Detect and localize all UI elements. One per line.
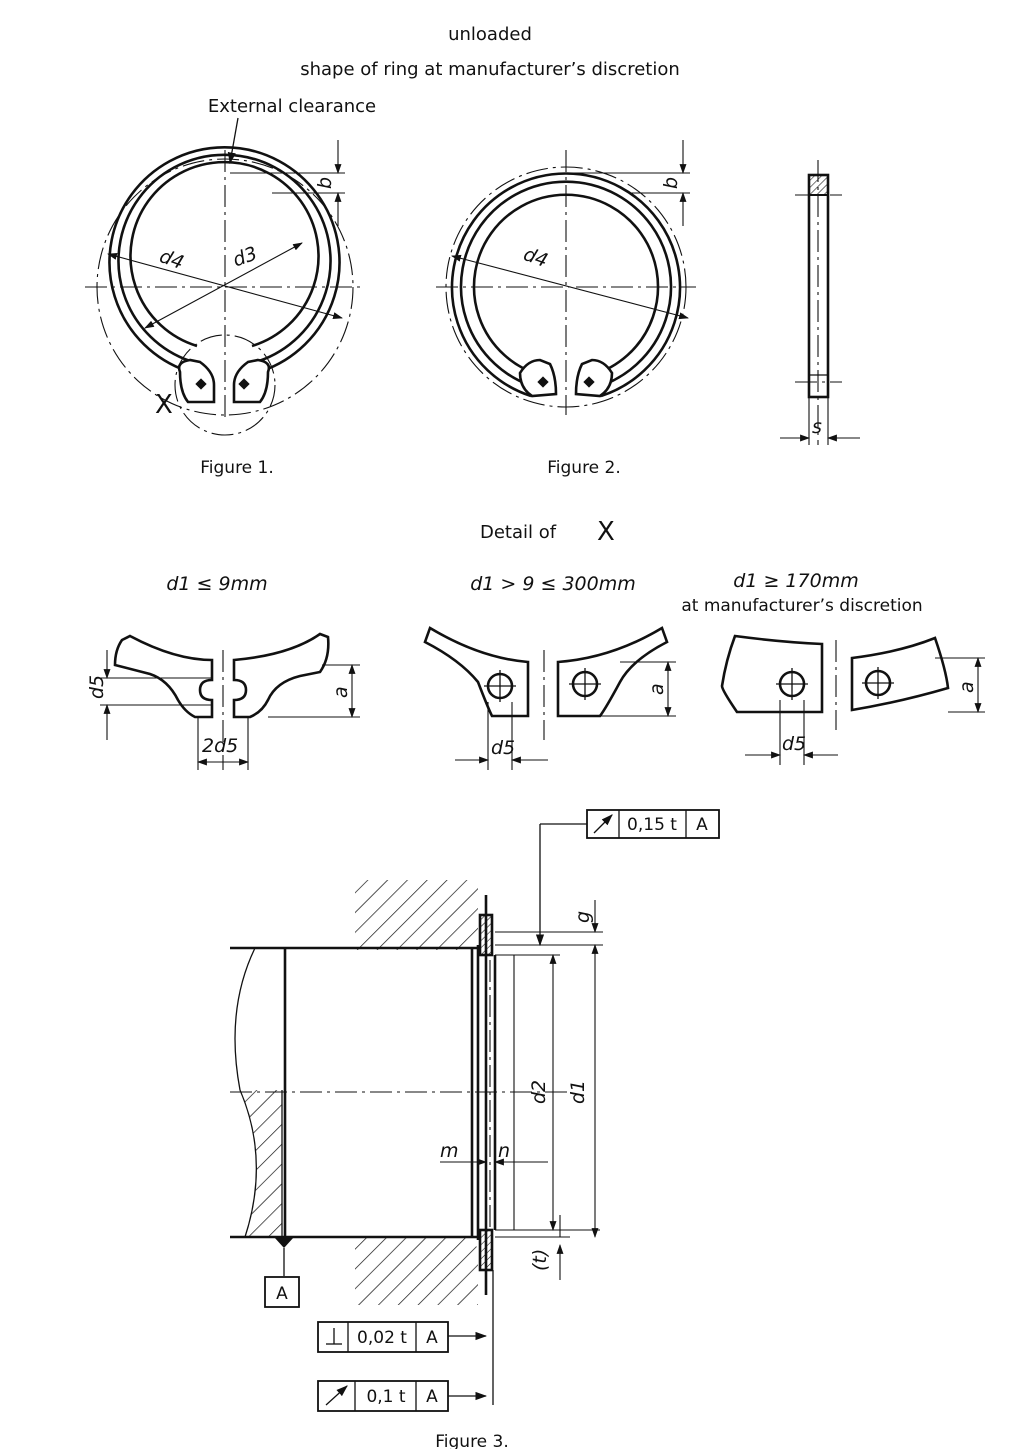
detail-1-label-a: a bbox=[330, 686, 352, 698]
tolerance-top-datum: A bbox=[696, 815, 708, 835]
tolerance-perp-value: 0,02 t bbox=[357, 1328, 407, 1348]
detail-1-drawing bbox=[100, 632, 360, 770]
fig1-label-d3: d3 bbox=[230, 243, 260, 272]
detail-2-drawing bbox=[423, 626, 676, 770]
fig1-label-b: b bbox=[314, 177, 336, 189]
fig3-label-d1: d1 bbox=[567, 1080, 589, 1104]
detail-1-condition: d1 ≤ 9mm bbox=[166, 573, 267, 595]
datum-a-box bbox=[264, 1276, 300, 1308]
header-unloaded: unloaded bbox=[448, 24, 532, 45]
tolerance-bottom-value: 0,1 t bbox=[366, 1387, 405, 1407]
detail-3-drawing bbox=[720, 634, 985, 765]
header-shape-note: shape of ring at manufacturer’s discreti… bbox=[300, 59, 680, 80]
detail-title-mark: X bbox=[597, 517, 615, 547]
fig1-x-mark: X bbox=[155, 390, 173, 420]
figure1-ring bbox=[85, 140, 360, 436]
ring-side-view bbox=[780, 160, 860, 445]
fig3-label-n: n bbox=[498, 1140, 510, 1162]
datum-a-label: A bbox=[276, 1284, 288, 1304]
runout-icon bbox=[325, 1385, 348, 1406]
tolerance-frame-top bbox=[586, 809, 720, 839]
detail-3-note: at manufacturer’s discretion bbox=[681, 596, 922, 616]
fig1-label-d4: d4 bbox=[156, 245, 186, 274]
detail-1-label-2d5: 2d5 bbox=[202, 735, 238, 757]
detail-2-label-a: a bbox=[646, 683, 668, 695]
fig3-label-d2: d2 bbox=[528, 1080, 550, 1104]
fig3-label-m: m bbox=[440, 1140, 459, 1162]
detail-3-condition: d1 ≥ 170mm bbox=[733, 570, 858, 592]
figure1-caption: Figure 1. bbox=[200, 458, 274, 478]
tolerance-frame-bottom bbox=[317, 1380, 449, 1412]
detail-3-label-a: a bbox=[956, 681, 978, 693]
figure2-ring bbox=[436, 140, 696, 415]
detail-1-label-d5: d5 bbox=[86, 675, 108, 699]
tolerance-frame-perpendicularity bbox=[317, 1321, 449, 1353]
fig3-label-t: (t) bbox=[529, 1249, 551, 1271]
figure3-caption: Figure 3. bbox=[435, 1432, 509, 1449]
detail-title: Detail of bbox=[480, 522, 557, 543]
detail-3-label-d5: d5 bbox=[782, 733, 806, 755]
fig2-label-b: b bbox=[660, 177, 682, 189]
tolerance-top-value: 0,15 t bbox=[627, 815, 677, 835]
figure3-assembly bbox=[230, 823, 603, 1405]
runout-icon bbox=[593, 814, 613, 834]
detail-2-condition: d1 > 9 ≤ 300mm bbox=[470, 573, 636, 595]
external-clearance-label: External clearance bbox=[208, 96, 376, 117]
side-label-s: s bbox=[812, 416, 822, 438]
detail-2-label-d5: d5 bbox=[491, 737, 515, 759]
perpendicularity-icon bbox=[326, 1328, 342, 1345]
fig3-label-g: g bbox=[572, 911, 594, 923]
tolerance-perp-datum: A bbox=[426, 1328, 438, 1348]
figure2-caption: Figure 2. bbox=[547, 458, 621, 478]
fig2-label-d4: d4 bbox=[520, 243, 550, 272]
tolerance-bottom-datum: A bbox=[426, 1387, 438, 1407]
